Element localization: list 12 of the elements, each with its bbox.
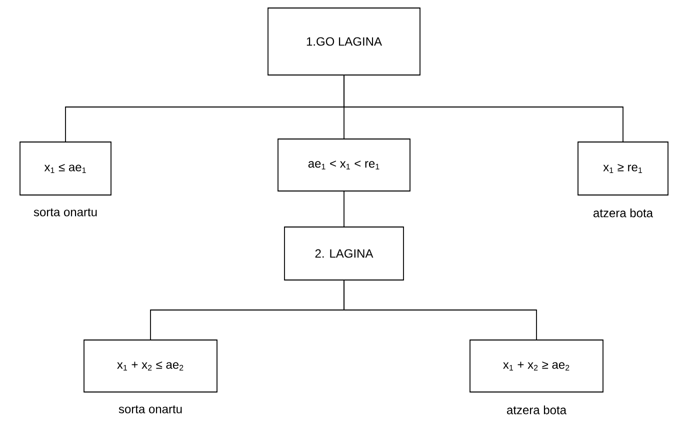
process-box: x$_{1}$ + x$_{2}$ ≤ ae$_{2}$ [84, 340, 218, 392]
outcome-label: atzera bota [506, 405, 566, 414]
process-box: x$_{1}$ ≤ ae$_{1}$ [20, 142, 112, 196]
process-box: ae$_{1}$ < x$_{1}$ < re$_{1}$ [278, 138, 410, 192]
outcome-label: sorta onartu [34, 208, 97, 216]
outcome-label: sorta onartu [118, 405, 182, 414]
process-box: 2. LAGINA [284, 226, 404, 280]
process-box: x$_{1}$ ≥ re$_{1}$ [578, 142, 668, 196]
process-box: x$_{1}$ + x$_{2}$ ≥ ae$_{2}$ [470, 340, 604, 392]
process-box: 1.GO LAGINA [268, 8, 420, 76]
outcome-label: atzera bota [593, 208, 653, 218]
connector-line [344, 280, 537, 340]
